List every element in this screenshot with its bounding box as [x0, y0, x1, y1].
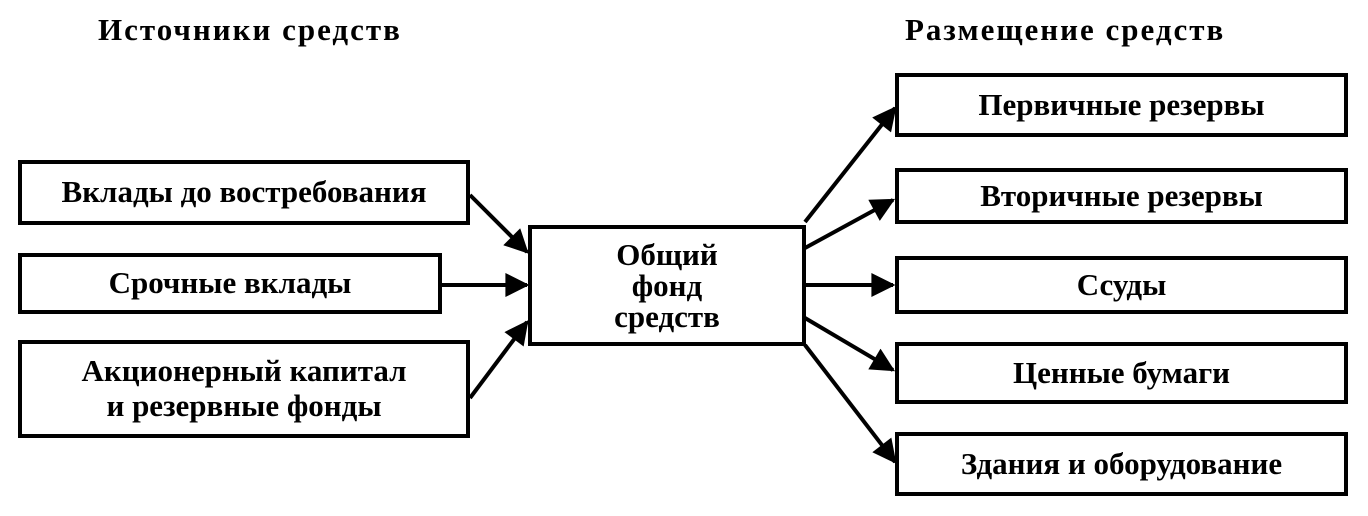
allocation-label: Ссуды — [1076, 266, 1167, 302]
allocation-box-secondary-reserves: Вторичные резервы — [895, 168, 1348, 224]
allocation-box-primary-reserves: Первичные резервы — [895, 73, 1348, 137]
source-label: Вклады до востребования — [61, 174, 427, 210]
arrow-allocation-4 — [803, 316, 896, 372]
center-label: Общий фонд средств — [614, 237, 720, 334]
arrow-source-3 — [468, 320, 529, 400]
arrow-allocation-5 — [803, 343, 897, 464]
arrow-allocation-1 — [803, 106, 897, 224]
arrow-allocation-2 — [804, 198, 896, 250]
allocation-label: Первичные резервы — [978, 86, 1265, 122]
center-box-common-fund: Общий фонд средств — [528, 225, 806, 346]
allocation-box-securities: Ценные бумаги — [895, 342, 1348, 404]
source-label: Срочные вклады — [108, 265, 352, 301]
allocation-heading: Размещение средств — [905, 12, 1226, 47]
allocation-label: Вторичные резервы — [980, 177, 1263, 213]
source-box-demand-deposits: Вклады до востребования — [18, 160, 470, 225]
sources-heading: Источники средств — [98, 12, 402, 47]
allocation-box-loans: Ссуды — [895, 256, 1348, 314]
allocation-label: Здания и оборудование — [960, 445, 1283, 481]
source-box-share-capital: Акционерный капитал и резервные фонды — [18, 340, 470, 438]
source-box-term-deposits: Срочные вклады — [18, 253, 442, 314]
allocation-label: Ценные бумаги — [1012, 354, 1231, 390]
source-label: Акционерный капитал и резервные фонды — [81, 353, 407, 423]
arrow-source-1 — [468, 193, 529, 254]
allocation-box-buildings-equipment: Здания и оборудование — [895, 432, 1348, 496]
